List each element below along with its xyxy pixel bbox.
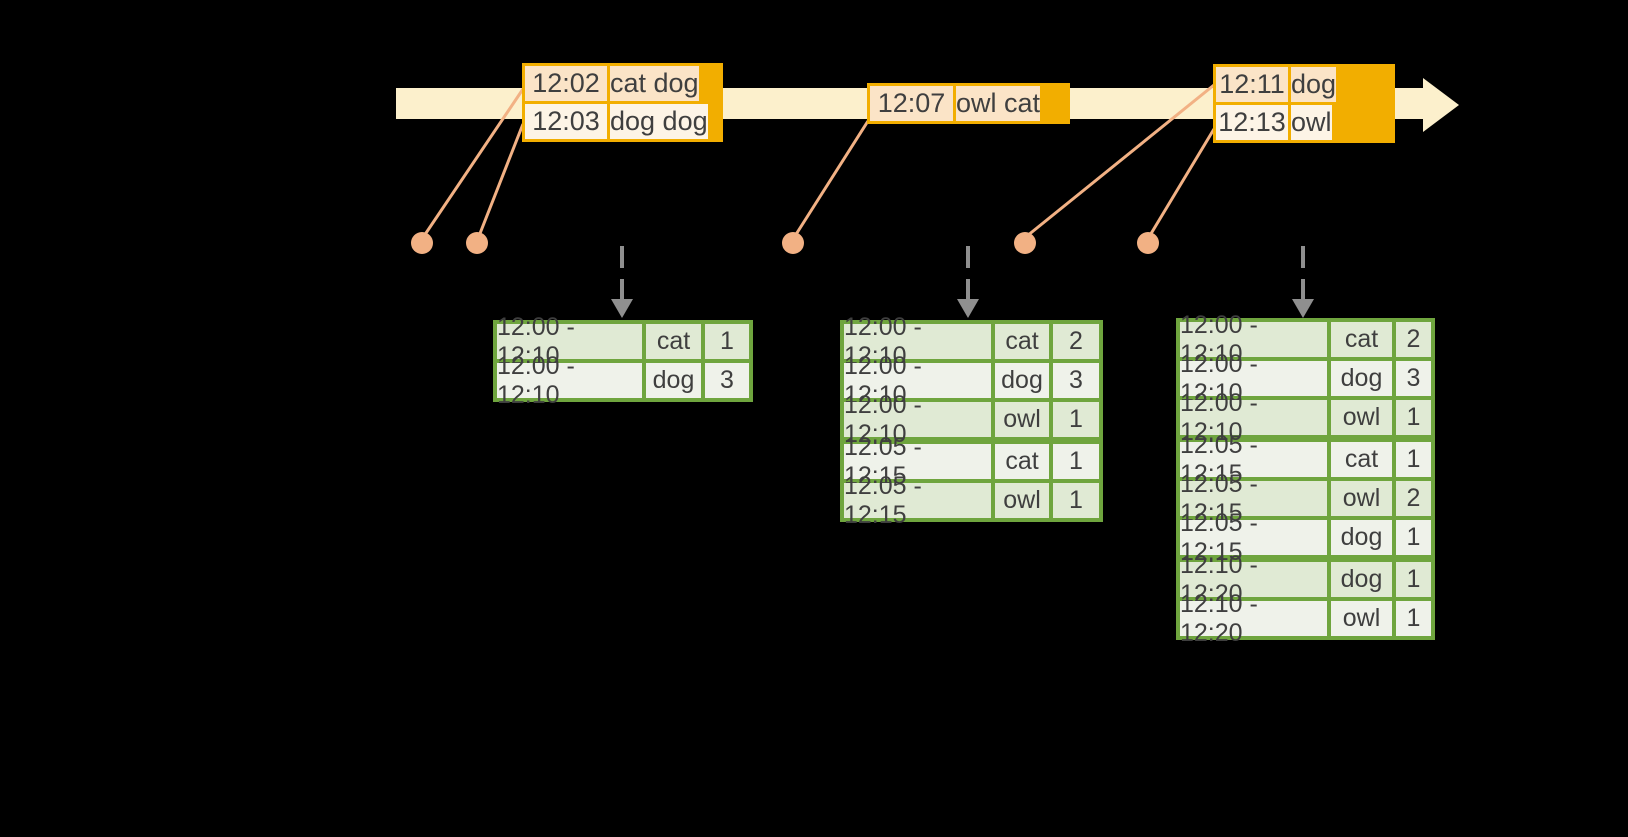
event-dots	[411, 232, 1159, 254]
word-cell: owl	[1331, 601, 1396, 636]
count-cell: 3	[705, 363, 749, 398]
event-dot	[1137, 232, 1159, 254]
event-connector-line	[1147, 128, 1216, 238]
count-cell: 3	[1053, 363, 1099, 398]
trigger-arrows	[620, 246, 1305, 301]
event-words-cell: dog	[1291, 67, 1337, 102]
word-cell: cat	[646, 324, 705, 359]
count-cell: 1	[1053, 444, 1099, 479]
window-range-cell: 12:10 - 12:20	[1180, 590, 1331, 647]
count-cell: 1	[1053, 483, 1099, 518]
word-cell: cat	[995, 444, 1053, 479]
word-cell: owl	[1331, 481, 1396, 516]
window-range-cell: 12:10 - 12:20	[1180, 551, 1331, 608]
count-cell: 1	[705, 324, 749, 359]
word-cell: dog	[995, 363, 1053, 398]
window-range-cell: 12:00 - 12:10	[497, 352, 646, 409]
count-cell: 2	[1396, 481, 1431, 516]
event-dot	[782, 232, 804, 254]
word-cell: cat	[1331, 442, 1396, 477]
event-time-cell: 12:03	[525, 104, 610, 139]
event-words-cell: cat dog	[610, 66, 699, 101]
event-words-cell: owl cat	[956, 86, 1041, 121]
count-cell: 2	[1396, 322, 1431, 357]
event-words-cell: owl	[1291, 105, 1332, 140]
event-words-cell: dog dog	[610, 104, 708, 139]
event-time-cell: 12:07	[870, 86, 956, 121]
count-cell: 1	[1396, 400, 1431, 435]
word-cell: cat	[995, 324, 1053, 359]
window-range-cell: 12:00 - 12:10	[844, 352, 995, 409]
count-cell: 1	[1396, 601, 1431, 636]
word-cell: dog	[646, 363, 705, 398]
window-range-cell: 12:05 - 12:15	[1180, 470, 1331, 527]
word-cell: cat	[1331, 322, 1396, 357]
timeline-arrowhead-icon	[1423, 78, 1459, 132]
word-cell: dog	[1331, 520, 1396, 555]
word-cell: dog	[1331, 361, 1396, 396]
word-cell: owl	[995, 483, 1053, 518]
count-cell: 1	[1396, 562, 1431, 597]
event-dot	[411, 232, 433, 254]
event-connector-line	[793, 120, 870, 237]
word-cell: dog	[1331, 562, 1396, 597]
event-time-cell: 12:02	[525, 66, 610, 101]
count-cell: 1	[1396, 520, 1431, 555]
event-dot	[466, 232, 488, 254]
window-range-cell: 12:00 - 12:10	[1180, 311, 1331, 368]
event-connector-line	[477, 123, 525, 237]
event-dot	[1014, 232, 1036, 254]
window-range-cell: 12:05 - 12:15	[1180, 431, 1331, 488]
count-cell: 1	[1396, 442, 1431, 477]
window-range-cell: 12:00 - 12:10	[844, 313, 995, 370]
count-cell: 3	[1396, 361, 1431, 396]
count-cell: 1	[1053, 402, 1099, 437]
event-time-cell: 12:13	[1216, 105, 1291, 140]
window-range-cell: 12:05 - 12:15	[844, 472, 995, 529]
word-cell: owl	[995, 402, 1053, 437]
event-time-cell: 12:11	[1216, 67, 1291, 102]
word-cell: owl	[1331, 400, 1396, 435]
count-cell: 2	[1053, 324, 1099, 359]
